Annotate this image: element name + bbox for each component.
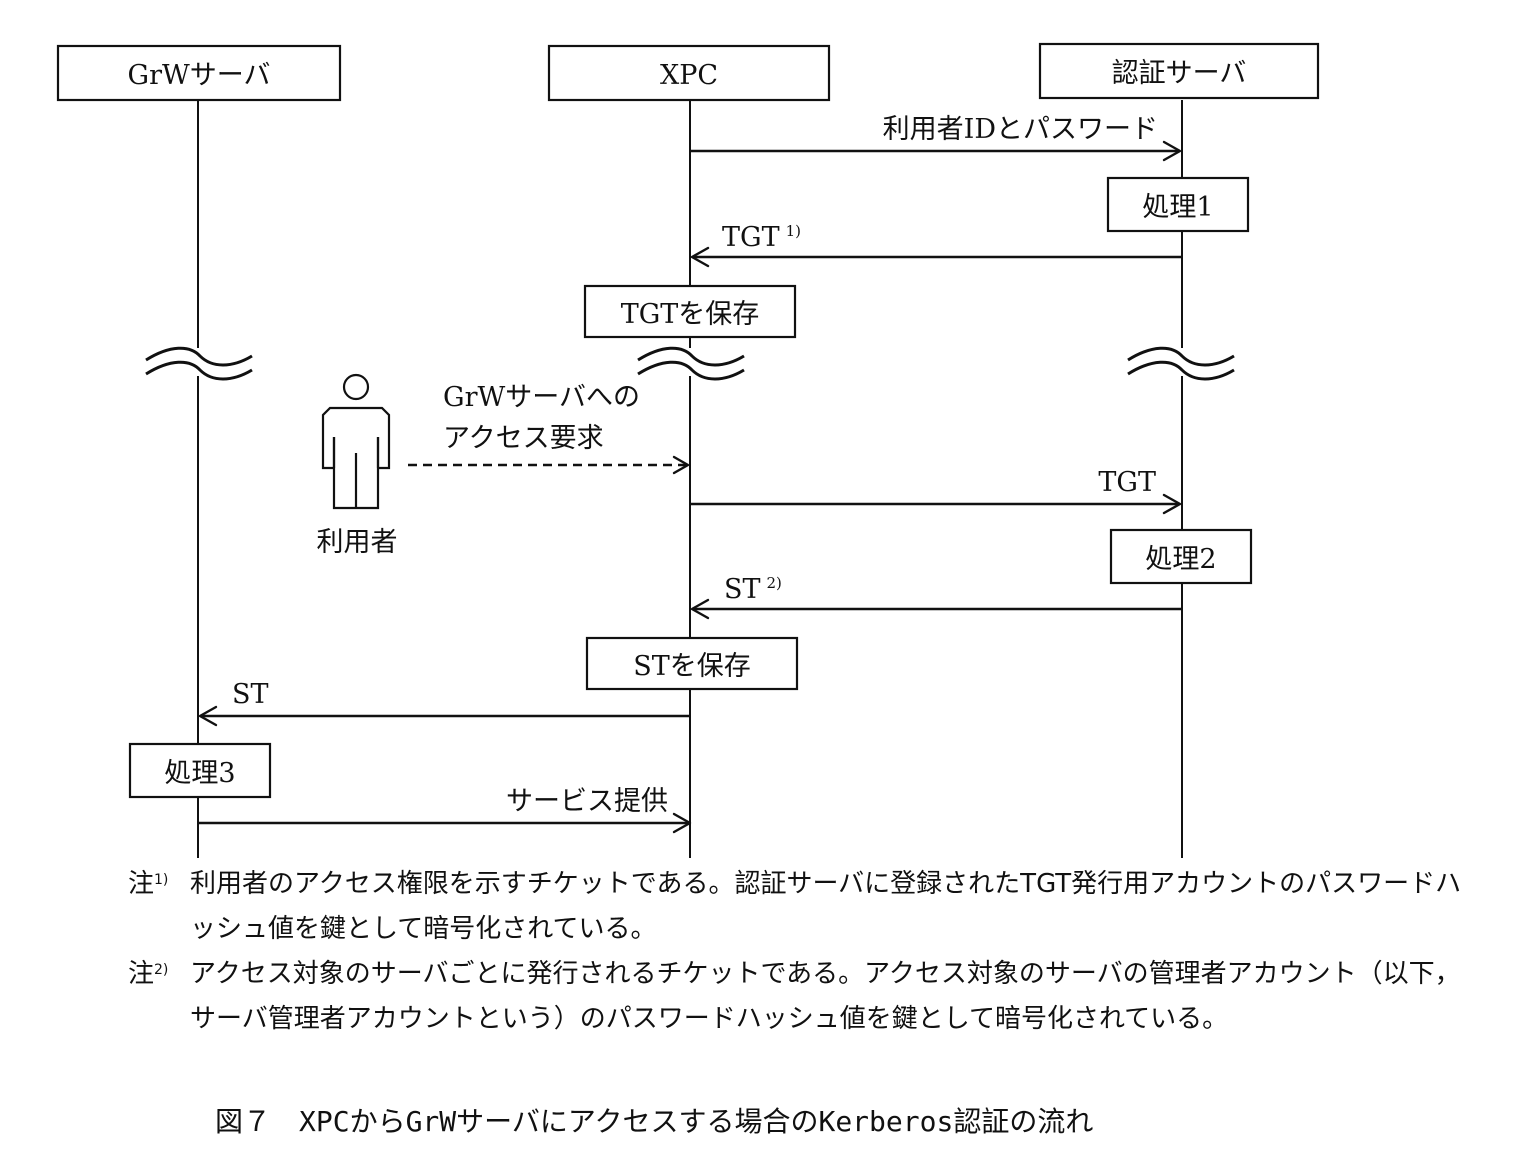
arrow-right-icon [672, 455, 690, 475]
process-save-st: STを保存 [585, 636, 799, 691]
process-save-tgt: TGTを保存 [583, 284, 797, 339]
message-label-line-1: GrWサーバへの [443, 382, 640, 413]
participant-xpc: XPC [547, 44, 831, 102]
message-label: サービス提供 [506, 786, 668, 817]
actor-user: 利用者 [317, 373, 398, 558]
message-st-send: ST [198, 679, 690, 727]
participant-auth-label: 認証サーバ [1112, 58, 1247, 89]
participant-auth: 認証サーバ [1038, 42, 1320, 100]
process-label: STを保存 [633, 651, 751, 682]
arrow-right-icon [672, 812, 692, 834]
actor-user-label: 利用者 [317, 527, 398, 558]
note-2: 注2) アクセス対象のサーバごとに発行されるチケットである。アクセス対象のサーバ… [128, 952, 1468, 1042]
break-marker-grw [142, 346, 254, 381]
note-marker: 注2) [128, 959, 169, 989]
arrow-left-icon [690, 598, 710, 620]
message-label: ST [232, 679, 269, 710]
message-label: TGT [1098, 467, 1156, 498]
note-marker: 注1) [128, 869, 169, 899]
person-icon [321, 373, 391, 510]
participant-grw: GrWサーバ [56, 44, 342, 102]
participant-grw-label: GrWサーバ [128, 60, 271, 91]
process-label: TGTを保存 [621, 299, 760, 330]
break-marker-auth [1124, 346, 1236, 381]
note-ref: 1) [786, 222, 801, 240]
arrow-right-icon [1162, 140, 1182, 162]
note-text: 利用者のアクセス権限を示すチケットである。認証サーバに登録されたTGT発行用アカ… [190, 869, 1462, 944]
arrow-right-icon [1162, 493, 1182, 515]
notes-section: 注1) 利用者のアクセス権限を示すチケットである。認証サーバに登録されたTGT発… [128, 862, 1468, 1042]
message-label: 利用者IDとパスワード [883, 114, 1158, 145]
message-access-request: GrWサーバへの アクセス要求 [408, 382, 690, 475]
note-1: 注1) 利用者のアクセス権限を示すチケットである。認証サーバに登録されたTGT発… [128, 862, 1468, 952]
message-tgt-send: TGT [690, 467, 1182, 515]
process-2: 処理2 [1109, 528, 1253, 585]
figure-caption: 図７ XPCからGrWサーバにアクセスする場合のKerberos認証の流れ [215, 1105, 1094, 1138]
break-marker-xpc [634, 346, 746, 381]
process-label: 処理3 [164, 758, 235, 789]
process-3: 処理3 [128, 742, 272, 799]
message-userid-password: 利用者IDとパスワード [690, 114, 1182, 162]
arrow-left-icon [690, 246, 710, 268]
note-text: アクセス対象のサーバごとに発行されるチケットである。アクセス対象のサーバの管理者… [190, 959, 1461, 1034]
process-label: 処理1 [1142, 192, 1213, 223]
note-ref: 2) [767, 574, 782, 592]
participant-xpc-label: XPC [660, 60, 718, 91]
arrow-left-icon [198, 705, 218, 727]
process-label: 処理2 [1145, 544, 1216, 575]
process-1: 処理1 [1106, 176, 1250, 233]
message-service-provision: サービス提供 [198, 786, 692, 834]
message-label-line-2: アクセス要求 [443, 423, 604, 454]
